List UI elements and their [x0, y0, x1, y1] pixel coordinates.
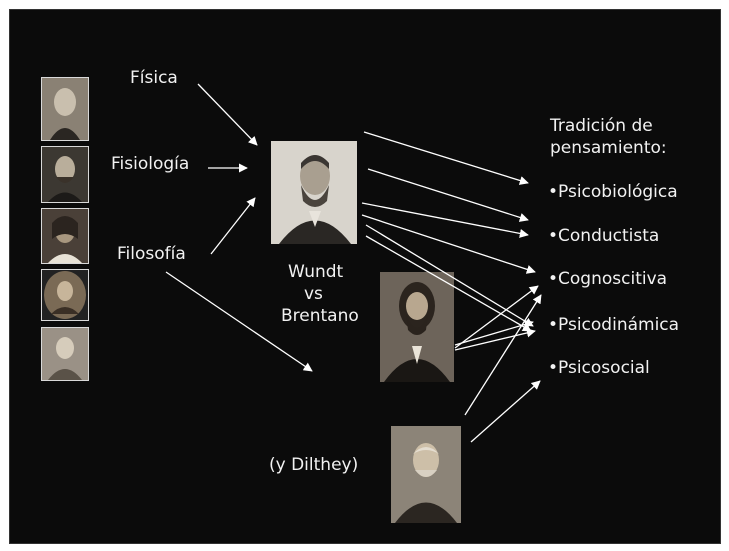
- arrow-fisica-wundt: [197, 83, 258, 146]
- tradition-psicobiologica: •Psicobiológica: [548, 182, 678, 202]
- tradition-conductista: •Conductista: [548, 226, 660, 246]
- wundt-portrait: [271, 141, 357, 244]
- arrow-brentano-psicodinamica: [454, 319, 534, 346]
- arrow-filosofia-down: [165, 271, 313, 372]
- source-fisica: Física: [130, 68, 178, 88]
- arrow-wundt-conductista: [367, 168, 529, 222]
- portrait-1: [41, 77, 89, 141]
- portrait-3: [41, 208, 89, 264]
- portrait-2: [41, 146, 89, 203]
- arrow-brentano-psicosocial: [454, 328, 536, 351]
- tradition-heading-line2: pensamiento:: [550, 138, 667, 158]
- brentano-portrait: [380, 272, 454, 382]
- arrow-wundt-cognoscitiva: [361, 202, 529, 238]
- vs-label: vs: [304, 284, 323, 304]
- portrait-4: [41, 269, 89, 321]
- slide: Física Fisiología Filosofía Wundt vs Bre…: [9, 9, 721, 544]
- tradition-psicodinamica: •Psicodinámica: [548, 315, 680, 335]
- arrow-wundt-psicosocial: [365, 224, 534, 327]
- arrow-wundt-psicodinamica: [361, 214, 536, 274]
- wundt-label: Wundt: [288, 262, 344, 282]
- arrow-brentano-cognoscitiva: [454, 285, 539, 349]
- arrow-dilthey-cognoscitiva: [464, 294, 542, 416]
- dilthey-label: (y Dilthey): [269, 455, 359, 475]
- arrow-filosofia-wundt: [210, 197, 256, 255]
- arrow-wundt-psicobiologica: [363, 131, 529, 185]
- tradition-heading-line1: Tradición de: [550, 116, 653, 136]
- source-filosofia: Filosofía: [117, 244, 186, 264]
- portrait-5: [41, 327, 89, 381]
- dilthey-portrait: [391, 426, 461, 523]
- source-fisiologia: Fisiología: [111, 154, 190, 174]
- arrows-layer: [165, 83, 542, 443]
- arrow-dilthey-psicosocial: [470, 380, 541, 443]
- tradition-psicosocial: •Psicosocial: [548, 358, 650, 378]
- tradition-cognoscitiva: •Cognoscitiva: [548, 269, 668, 289]
- brentano-label: Brentano: [281, 306, 359, 326]
- arrow-wundt-extra: [365, 235, 532, 332]
